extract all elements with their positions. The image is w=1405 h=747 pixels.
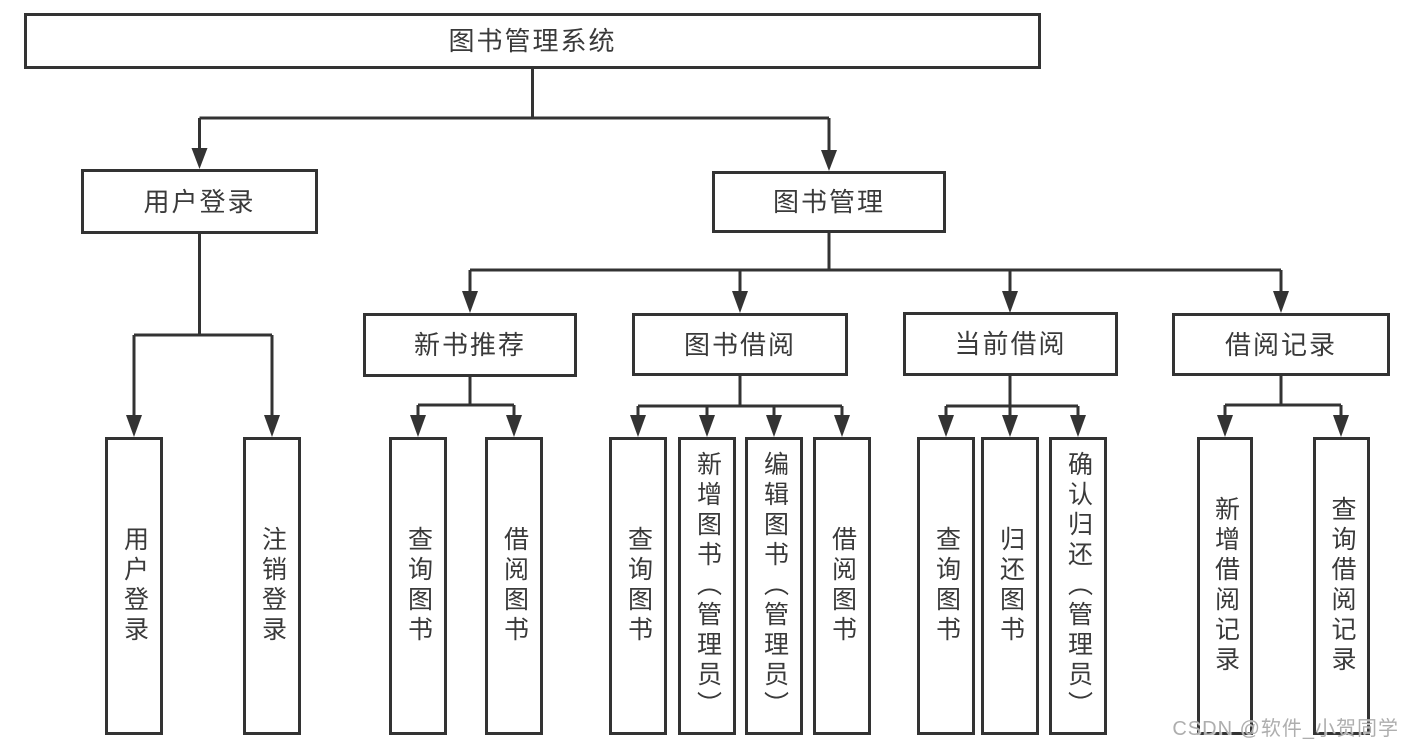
arrowhead bbox=[1070, 415, 1086, 437]
arrowhead bbox=[834, 415, 850, 437]
edge-user-login-to-leaves bbox=[126, 234, 280, 437]
node-current-borrow: 当前借阅 bbox=[903, 312, 1118, 376]
arrowhead bbox=[699, 415, 715, 437]
arrowhead bbox=[1273, 291, 1289, 313]
leaf-logout-label: 注销登录 bbox=[258, 526, 287, 646]
node-new-book-rec: 新书推荐 bbox=[363, 313, 577, 377]
leaf-nb-borrow-books-label: 借阅图书 bbox=[500, 526, 529, 646]
arrowhead bbox=[410, 415, 426, 437]
leaf-bb-edit-books-admin-label: 编辑图书（管理员） bbox=[760, 451, 789, 721]
edge-new-book-rec-to-leaves bbox=[410, 377, 522, 437]
leaf-bb-borrow-books-label: 借阅图书 bbox=[828, 526, 857, 646]
leaf-user-login-label: 用户登录 bbox=[120, 526, 149, 646]
arrowhead bbox=[732, 291, 748, 313]
leaf-cb-query-books: 查询图书 bbox=[917, 437, 975, 735]
leaf-bb-query-books-label: 查询图书 bbox=[624, 526, 653, 646]
leaf-br-query-record-label: 查询借阅记录 bbox=[1328, 496, 1356, 676]
leaf-br-add-record-label: 新增借阅记录 bbox=[1211, 496, 1240, 676]
leaf-cb-return-books-label: 归还图书 bbox=[996, 526, 1025, 646]
arrowhead bbox=[766, 415, 782, 437]
csdn-watermark: CSDN @软件_小贺同学 bbox=[1172, 718, 1399, 740]
leaf-cb-confirm-return-admin: 确认归还（管理员） bbox=[1049, 437, 1107, 735]
arrowhead bbox=[821, 150, 837, 171]
leaf-cb-return-books: 归还图书 bbox=[981, 437, 1039, 735]
leaf-user-login: 用户登录 bbox=[105, 437, 163, 735]
leaf-logout: 注销登录 bbox=[243, 437, 301, 735]
edge-current-borrow-to-leaves bbox=[938, 376, 1086, 437]
arrowhead bbox=[938, 415, 954, 437]
node-root-label: 图书管理系统 bbox=[448, 26, 617, 56]
leaf-cb-confirm-return-admin-label: 确认归还（管理员） bbox=[1064, 451, 1093, 721]
arrowhead bbox=[462, 291, 478, 313]
node-borrow-record-label: 借阅记录 bbox=[1224, 329, 1337, 360]
edge-root-to-level1 bbox=[191, 69, 837, 171]
leaf-br-query-record: 查询借阅记录 bbox=[1313, 437, 1370, 735]
leaf-br-add-record: 新增借阅记录 bbox=[1197, 437, 1253, 735]
leaf-nb-query-books-label: 查询图书 bbox=[404, 526, 433, 646]
arrowhead bbox=[264, 415, 280, 437]
node-root: 图书管理系统 bbox=[24, 13, 1041, 69]
node-user-login-label: 用户登录 bbox=[143, 186, 256, 217]
arrowhead bbox=[1217, 415, 1233, 437]
node-book-borrow-label: 图书借阅 bbox=[683, 329, 796, 360]
node-book-mgmt-label: 图书管理 bbox=[772, 187, 885, 217]
edge-borrow-record-to-leaves bbox=[1217, 376, 1349, 437]
arrowhead bbox=[1002, 415, 1018, 437]
leaf-bb-query-books: 查询图书 bbox=[609, 437, 667, 735]
edge-book-mgmt-to-level2 bbox=[462, 233, 1289, 313]
arrowhead bbox=[630, 415, 646, 437]
arrowhead bbox=[506, 415, 522, 437]
leaf-nb-query-books: 查询图书 bbox=[389, 437, 447, 735]
arrowhead bbox=[1002, 291, 1018, 313]
node-new-book-rec-label: 新书推荐 bbox=[413, 330, 526, 360]
arrowhead bbox=[126, 415, 142, 437]
leaf-bb-borrow-books: 借阅图书 bbox=[813, 437, 871, 735]
edge-book-borrow-to-leaves bbox=[630, 376, 850, 437]
leaf-cb-query-books-label: 查询图书 bbox=[932, 526, 961, 646]
arrowhead bbox=[1333, 415, 1349, 437]
node-current-borrow-label: 当前借阅 bbox=[954, 329, 1067, 359]
leaf-bb-add-books-admin-label: 新增图书（管理员） bbox=[693, 451, 722, 721]
leaf-nb-borrow-books: 借阅图书 bbox=[485, 437, 543, 735]
node-user-login: 用户登录 bbox=[81, 169, 318, 234]
node-book-mgmt: 图书管理 bbox=[712, 171, 946, 233]
leaf-bb-add-books-admin: 新增图书（管理员） bbox=[678, 437, 736, 735]
node-book-borrow: 图书借阅 bbox=[632, 313, 848, 376]
node-borrow-record: 借阅记录 bbox=[1172, 313, 1390, 376]
leaf-bb-edit-books-admin: 编辑图书（管理员） bbox=[745, 437, 803, 735]
arrowhead bbox=[191, 148, 208, 169]
